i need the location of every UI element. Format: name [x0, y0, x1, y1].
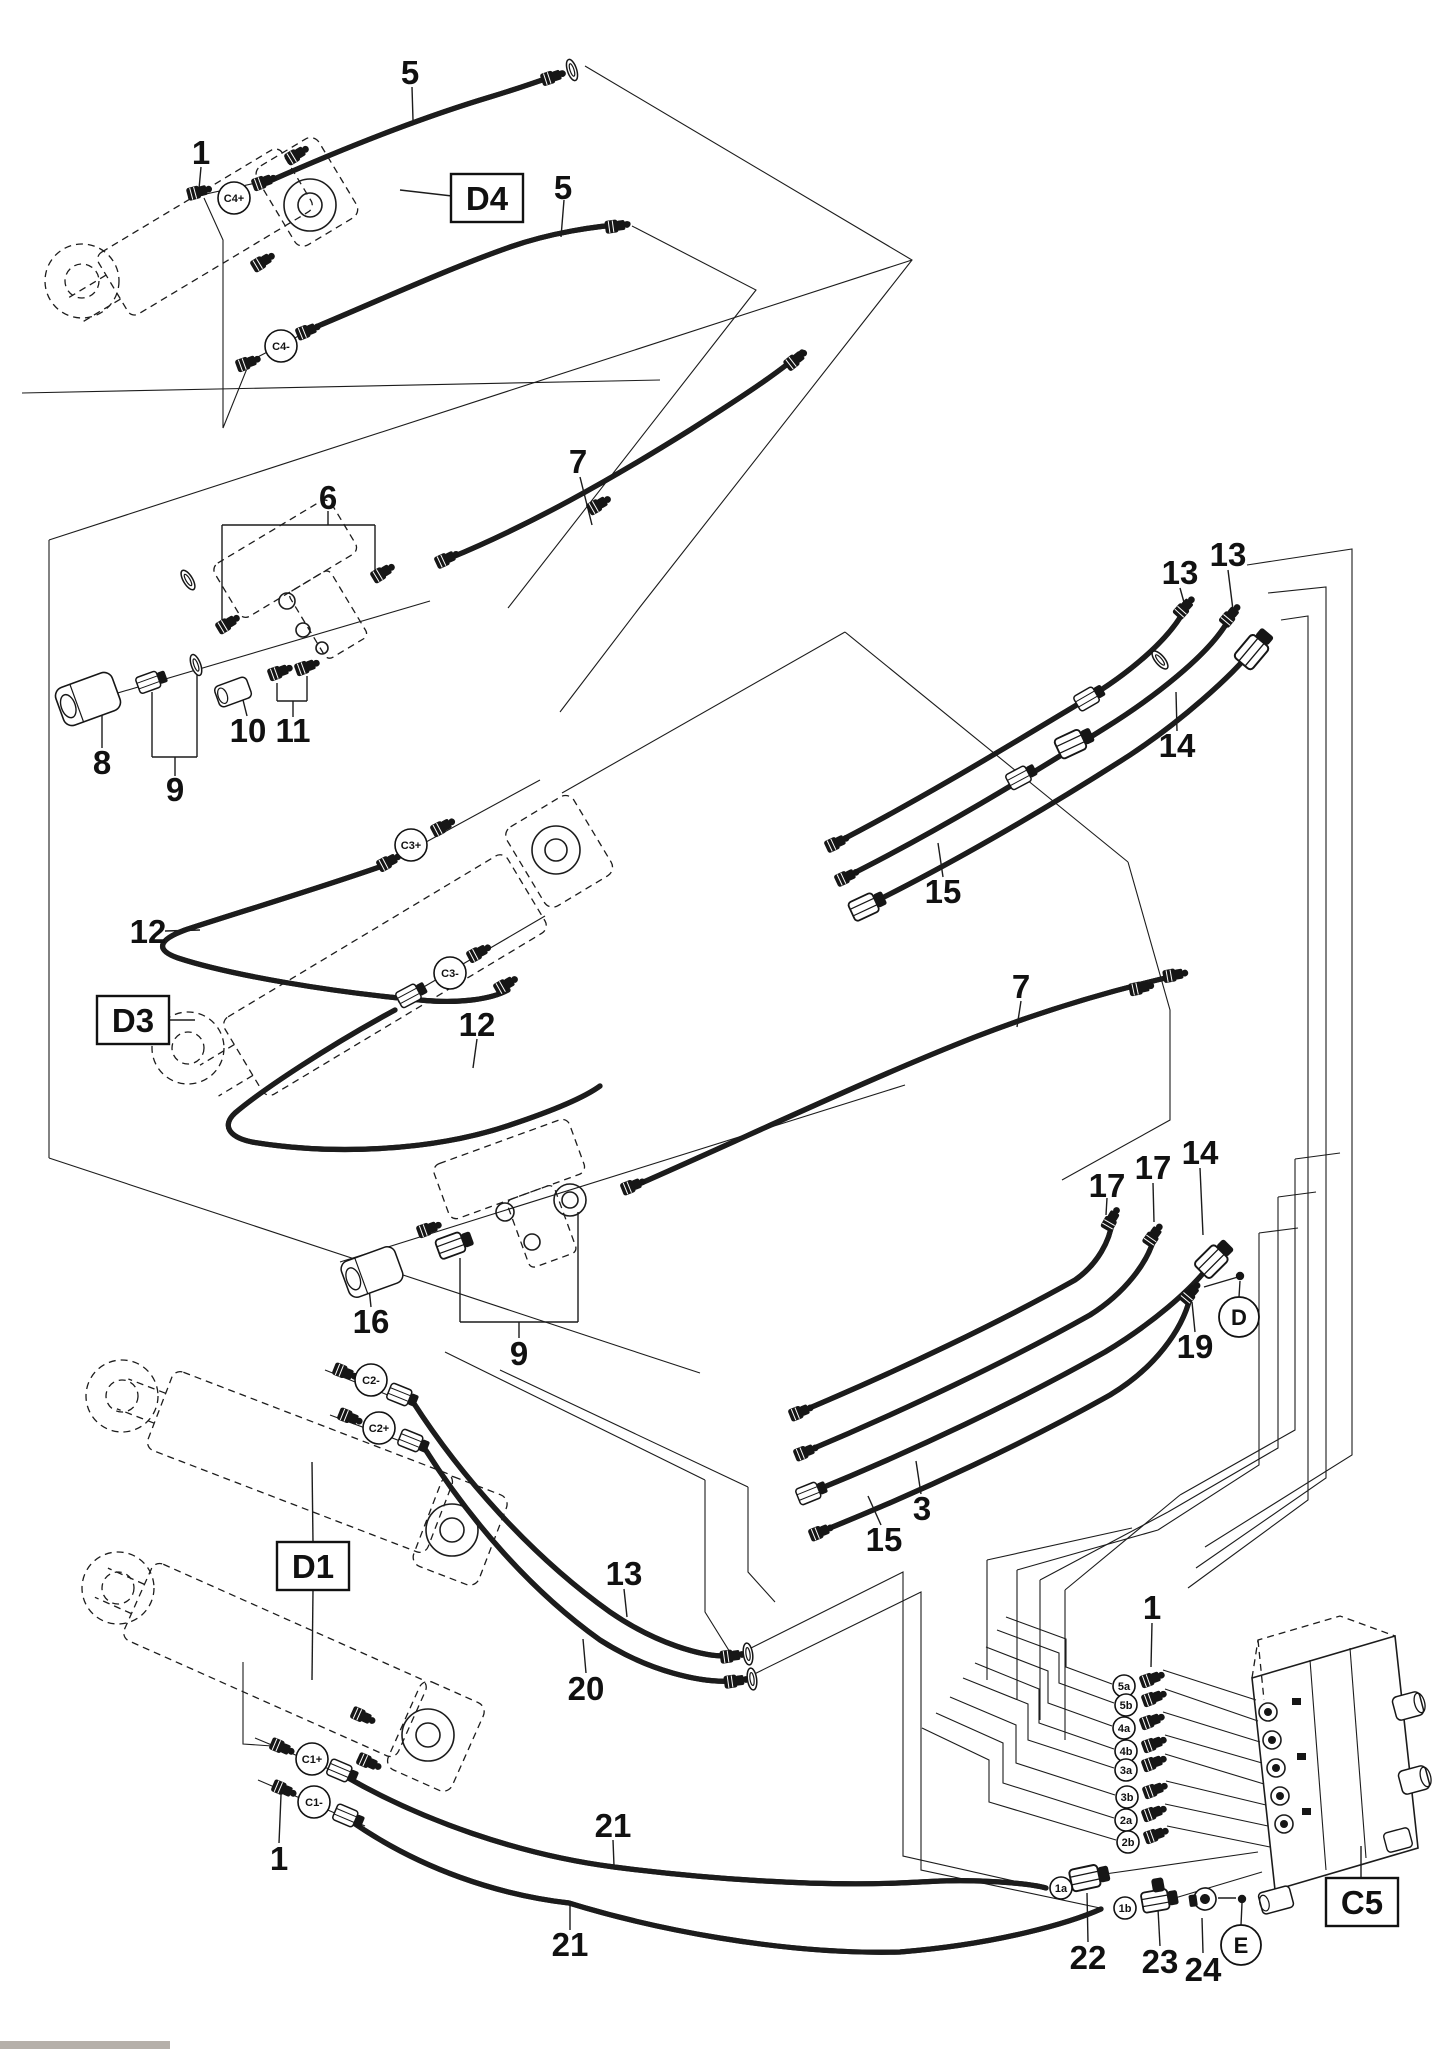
- cylinder-d1-lower: [81, 1551, 485, 1792]
- reference-box-c5: C5: [1324, 1876, 1400, 1928]
- port-label-c3+: C3+: [394, 828, 428, 862]
- part-number-label: 9: [166, 771, 184, 808]
- port-label-text: 2a: [1120, 1815, 1133, 1827]
- part-number-label: 20: [568, 1670, 605, 1707]
- part-number-label: 7: [1012, 968, 1030, 1005]
- part-number-label: 15: [866, 1521, 903, 1558]
- bracket-9: [433, 1118, 587, 1268]
- part-number-label: 13: [606, 1555, 643, 1592]
- cylinder-d3: [151, 794, 614, 1097]
- part-number-label: 6: [319, 479, 337, 516]
- part-number-label: 13: [1162, 554, 1199, 591]
- port-label-text: 5b: [1120, 1700, 1133, 1712]
- port-label-4a: 4a: [1112, 1716, 1136, 1740]
- port-label-3b: 3b: [1115, 1785, 1139, 1809]
- port-label-c1-: C1-: [297, 1785, 331, 1819]
- cylinder-d4: [44, 136, 359, 322]
- port-label-text: 4b: [1120, 1746, 1133, 1758]
- port-label-text: C1-: [305, 1797, 323, 1809]
- part-number-label: 12: [459, 1006, 496, 1043]
- part-number-label: 17: [1089, 1167, 1126, 1204]
- valve-block-c5: [1251, 1615, 1432, 1915]
- port-label-text: C4-: [272, 341, 290, 353]
- part-number-label: 10: [230, 712, 267, 749]
- part-number-label: 1: [192, 134, 210, 171]
- part-number-label: 1: [1143, 1589, 1161, 1626]
- part-number-label: 1: [270, 1840, 288, 1877]
- port-label-2a: 2a: [1114, 1808, 1138, 1832]
- port-label-c3-: C3-: [433, 956, 467, 990]
- part-number-label: 3: [913, 1490, 931, 1527]
- port-label-text: 2b: [1122, 1837, 1135, 1849]
- port-label-text: 3a: [1120, 1765, 1133, 1777]
- scan-artifact: [0, 2041, 170, 2049]
- reference-box-label: D3: [112, 1002, 154, 1039]
- part-number-label: 9: [510, 1335, 528, 1372]
- point-e-dot: [1237, 1894, 1247, 1904]
- circled-letter-e: E: [1220, 1924, 1262, 1966]
- port-label-5a: 5a: [1112, 1674, 1136, 1698]
- part-number-label: 13: [1210, 536, 1247, 573]
- leader-lines: [101, 86, 1362, 1954]
- port-label-text: C4+: [224, 193, 245, 205]
- port-label-text: 1b: [1119, 1903, 1132, 1915]
- port-label-text: 3b: [1121, 1792, 1134, 1804]
- port-label-2b: 2b: [1116, 1830, 1140, 1854]
- part-number-label: 22: [1070, 1939, 1107, 1976]
- part-number-label: 23: [1142, 1943, 1179, 1980]
- cylinder-d1-upper: [85, 1359, 508, 1586]
- port-label-c4-: C4-: [264, 329, 298, 363]
- part-number-label: 12: [130, 913, 167, 950]
- port-label-text: C3+: [401, 840, 422, 852]
- port-label-1a: 1a: [1049, 1876, 1073, 1900]
- port-label-3a: 3a: [1114, 1758, 1138, 1782]
- part-number-label: 8: [93, 744, 111, 781]
- circled-letter-label: E: [1234, 1933, 1249, 1958]
- part-number-label: 14: [1159, 727, 1196, 764]
- port-label-text: C1+: [302, 1754, 323, 1766]
- port-label-text: 5a: [1118, 1681, 1131, 1693]
- port-label-c2+: C2+: [362, 1411, 396, 1445]
- port-label-1b: 1b: [1113, 1896, 1137, 1920]
- port-label-text: 4a: [1118, 1723, 1131, 1735]
- circled-letter-label: D: [1231, 1305, 1247, 1330]
- part-number-label: 21: [595, 1807, 632, 1844]
- part-number-label: 24: [1185, 1951, 1222, 1988]
- port-label-c1+: C1+: [295, 1742, 329, 1776]
- reference-box-d4: D4: [449, 172, 525, 224]
- port-label-c2-: C2-: [354, 1363, 388, 1397]
- part-number-label: 14: [1182, 1134, 1219, 1171]
- port-label-text: C3-: [441, 968, 459, 980]
- reference-box-label: D4: [466, 180, 509, 217]
- part-number-label: 19: [1177, 1328, 1214, 1365]
- point-d-dot: [1235, 1271, 1245, 1281]
- part-number-label: 5: [554, 169, 572, 206]
- part-number-label: 7: [569, 443, 587, 480]
- port-label-text: C2-: [362, 1375, 380, 1387]
- part-number-label: 17: [1135, 1149, 1172, 1186]
- part-number-label: 11: [276, 712, 311, 749]
- reference-box-d1: D1: [275, 1540, 351, 1592]
- port-label-text: 1a: [1055, 1883, 1068, 1895]
- circled-letter-d: D: [1218, 1296, 1260, 1338]
- port-label-5b: 5b: [1114, 1693, 1138, 1717]
- port-label-text: C2+: [369, 1423, 390, 1435]
- part-number-label: 16: [353, 1303, 390, 1340]
- reference-box-label: C5: [1341, 1884, 1383, 1921]
- port-label-c4+: C4+: [217, 181, 251, 215]
- reference-box-label: D1: [292, 1548, 334, 1585]
- part-number-label: 21: [552, 1926, 589, 1963]
- reference-box-d3: D3: [95, 994, 171, 1046]
- part-number-label: 15: [925, 873, 962, 910]
- fittings: [52, 57, 1278, 1915]
- part-number-label: 5: [401, 54, 419, 91]
- hoses: [163, 70, 1256, 1952]
